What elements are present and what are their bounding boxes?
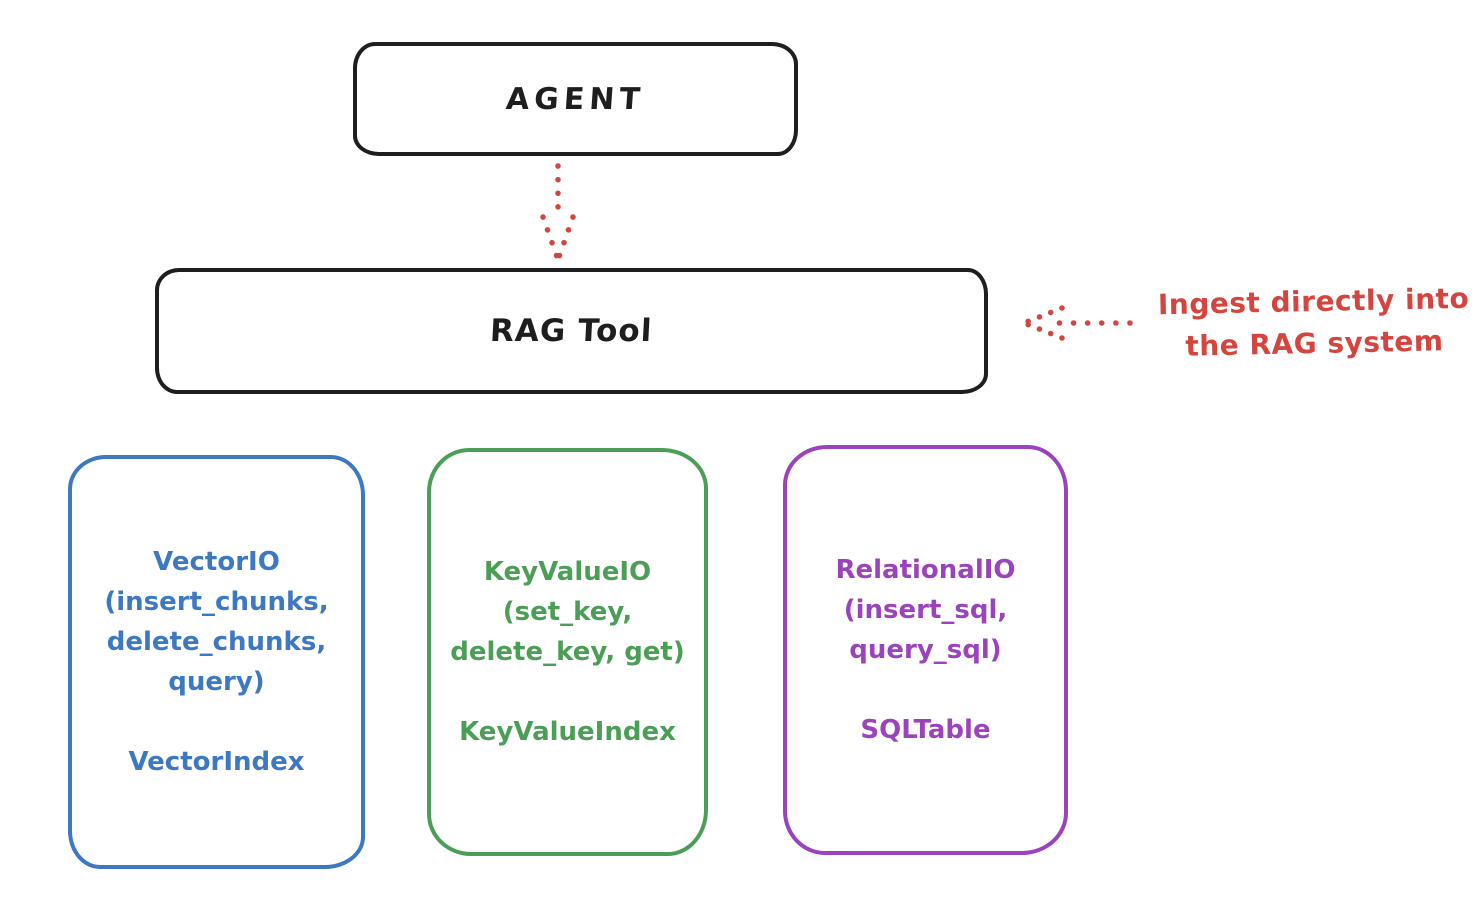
backend-method-line: (insert_sql, xyxy=(843,595,1008,625)
backend-node-keyvalue-io: KeyValueIO (set_key, delete_key, get) Ke… xyxy=(427,448,708,856)
backend-title: VectorIO xyxy=(153,547,280,577)
backend-method-line: (set_key, xyxy=(502,597,633,627)
annotation-line-2: the RAG system xyxy=(1185,324,1444,363)
dotted-arrow-down-icon xyxy=(540,163,576,260)
backend-node-relational-io: RelationalIO (insert_sql, query_sql) SQL… xyxy=(783,445,1068,855)
backend-index-label: SQLTable xyxy=(860,715,991,745)
dotted-arrow-left-icon xyxy=(1021,305,1133,341)
backend-title: KeyValueIO xyxy=(483,557,652,587)
rag-tool-label: RAG Tool xyxy=(489,313,654,349)
backend-method-line: (insert_chunks, xyxy=(104,587,329,617)
backend-index-label: KeyValueIndex xyxy=(459,717,676,747)
annotation-text: Ingest directly into the RAG system xyxy=(1137,277,1484,368)
annotation-line-1: Ingest directly into xyxy=(1157,281,1470,322)
backend-method-line: query) xyxy=(168,667,265,697)
backend-index-label: VectorIndex xyxy=(128,747,305,777)
backend-method-line: query_sql) xyxy=(849,635,1002,665)
backend-method-line: delete_chunks, xyxy=(106,627,327,657)
backend-title: RelationalIO xyxy=(835,555,1016,585)
backend-node-vector-io: VectorIO (insert_chunks, delete_chunks, … xyxy=(68,455,365,869)
rag-tool-node: RAG Tool xyxy=(155,268,988,394)
agent-label: AGENT xyxy=(504,81,647,117)
backend-method-line: delete_key, get) xyxy=(450,637,685,667)
agent-node: AGENT xyxy=(353,42,798,156)
